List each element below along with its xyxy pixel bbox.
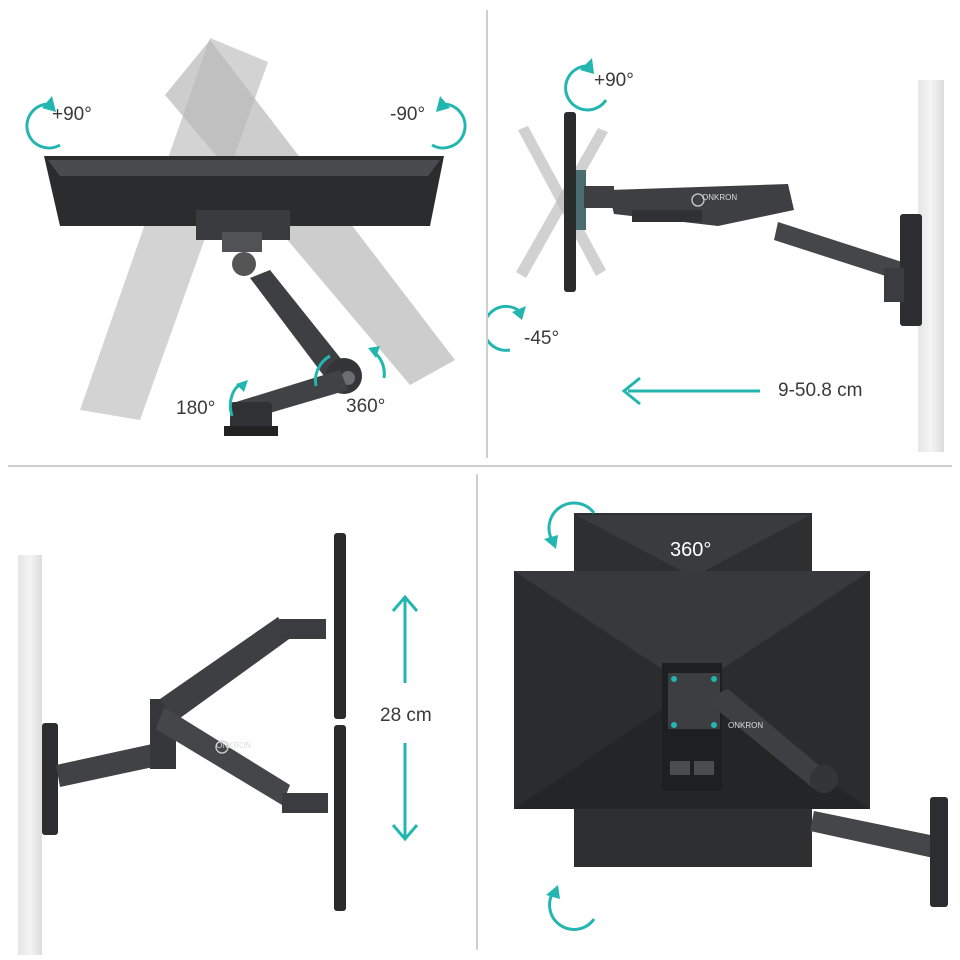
wall xyxy=(918,80,944,452)
wall xyxy=(18,555,42,955)
tilt-down-label: -90° xyxy=(390,104,426,125)
tilt-down-label: -45° xyxy=(524,328,560,349)
rotation-illustration xyxy=(514,501,948,931)
wall-plate xyxy=(42,723,58,835)
panel-tilt-rotation: +90° -90° 180° 360° xyxy=(0,0,486,462)
monitor-lower xyxy=(334,725,346,911)
tilt-up-label: +90° xyxy=(594,70,634,91)
lower-arm xyxy=(774,222,902,280)
upper-arm xyxy=(250,270,350,384)
vertical-divider-top xyxy=(486,10,488,458)
tilt-up-label: +90° xyxy=(52,104,92,125)
base-rotation-label: 180° xyxy=(176,398,216,419)
monitor-side xyxy=(564,112,576,292)
panel-height-adjust: ONKRON 28 cm xyxy=(0,467,476,960)
tilt-extension-illustration xyxy=(488,58,922,406)
wall-plate xyxy=(900,214,922,326)
monitor-upper xyxy=(334,533,346,719)
height-label: 28 cm xyxy=(380,705,432,726)
horizontal-divider xyxy=(8,465,952,467)
lower-arm xyxy=(56,741,172,787)
panel-tilt-extension: ONKRON +90° -45° 9-50.8 cm xyxy=(488,0,960,462)
monitor-portrait-bottom xyxy=(574,807,812,867)
rotation-label: 360° xyxy=(670,539,712,561)
lower-arm xyxy=(810,811,940,859)
extension-label: 9-50.8 cm xyxy=(778,380,863,401)
brand-logo-arm: ONKRON xyxy=(728,721,764,730)
arm-rotation-label: 360° xyxy=(346,396,386,417)
vertical-divider-bottom xyxy=(476,474,478,950)
panel-rotation: ONKRON 360° xyxy=(478,467,960,960)
brand-logo-bottom: ONKRON xyxy=(216,741,252,750)
wall-plate xyxy=(930,797,948,907)
upper-arm xyxy=(704,689,828,789)
brand-logo-top: ONKRON xyxy=(702,193,738,202)
upper-arm-lowered xyxy=(156,707,290,805)
upper-arm-raised xyxy=(160,617,292,721)
tilt-rotation-illustration xyxy=(25,38,467,436)
height-adjust-illustration xyxy=(42,533,419,911)
